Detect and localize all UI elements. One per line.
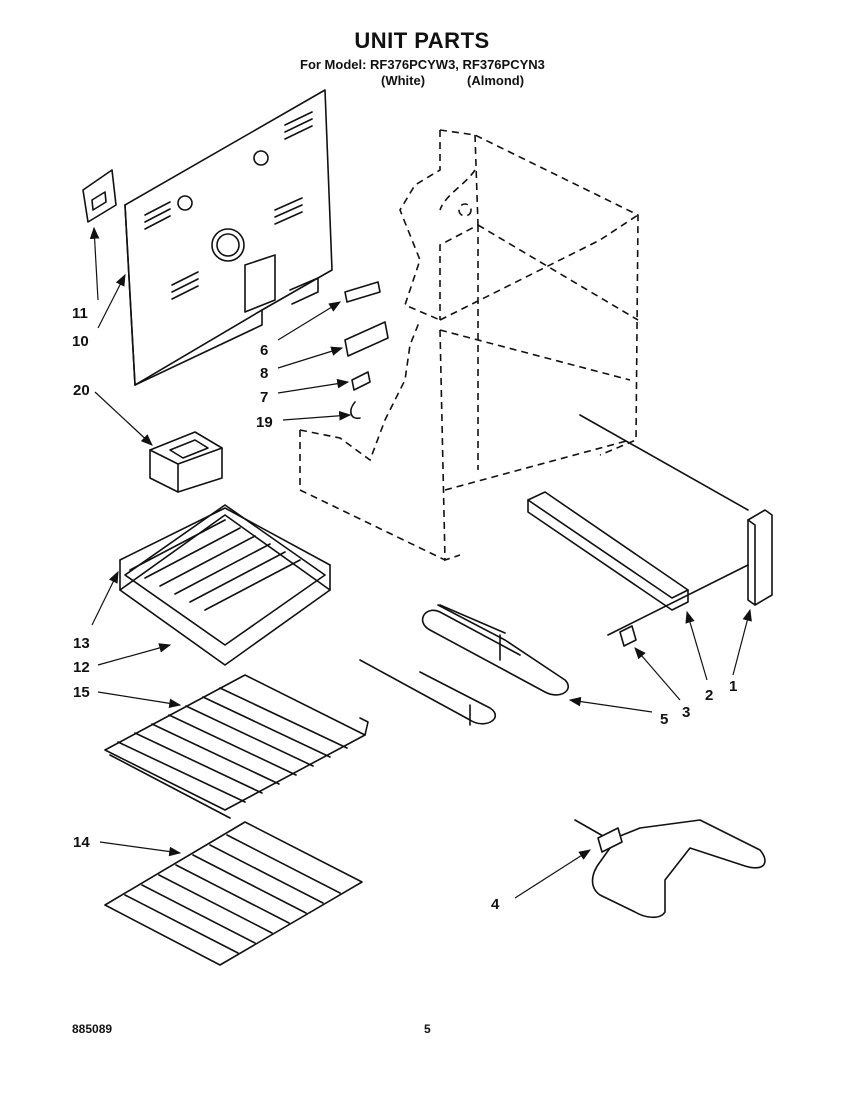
broiler-pan xyxy=(119,504,331,666)
wire-hook xyxy=(350,401,361,420)
callout-13: 13 xyxy=(73,635,90,652)
document-number: 885089 xyxy=(72,1022,113,1036)
small-bracket xyxy=(82,169,117,223)
leader-13 xyxy=(91,570,119,626)
page-number: 5 xyxy=(424,1022,431,1036)
callout-6: 6 xyxy=(260,342,268,359)
callout-8: 8 xyxy=(260,365,268,382)
leader-15 xyxy=(97,691,182,709)
callout-5: 5 xyxy=(660,711,668,728)
callout-3: 3 xyxy=(682,704,690,721)
leader-3 xyxy=(634,647,681,701)
callout-7: 7 xyxy=(260,389,268,406)
leader-10 xyxy=(97,273,126,329)
oven-rack-lower xyxy=(104,821,363,966)
callout-10: 10 xyxy=(72,333,89,350)
rail-clip xyxy=(619,625,637,647)
side-rail xyxy=(527,491,689,611)
page-title: UNIT PARTS xyxy=(354,28,490,53)
callout-20: 20 xyxy=(73,382,90,399)
broil-element xyxy=(574,819,766,919)
leader-20 xyxy=(94,391,153,446)
leader-19 xyxy=(282,411,352,421)
variant-almond: (Almond) xyxy=(467,73,525,88)
callout-12: 12 xyxy=(73,659,90,676)
leader-8 xyxy=(277,346,344,369)
callout-1: 1 xyxy=(729,678,737,695)
leader-14 xyxy=(99,841,182,857)
clip xyxy=(351,371,371,391)
variant-white: (White) xyxy=(381,73,426,88)
oven-rack-upper xyxy=(104,674,369,819)
leader-1 xyxy=(732,608,752,676)
terminal-block xyxy=(344,281,381,303)
bake-element xyxy=(359,604,569,726)
oven-cavity-outline xyxy=(299,129,639,562)
leader-4 xyxy=(514,849,592,899)
junction-box xyxy=(149,431,223,493)
rear-panel xyxy=(124,89,333,386)
callout-19: 19 xyxy=(256,414,273,431)
callout-15: 15 xyxy=(73,684,90,701)
callout-2: 2 xyxy=(705,687,713,704)
side-trim xyxy=(747,509,773,606)
leader-11 xyxy=(89,226,100,301)
leader-5 xyxy=(568,696,653,713)
model-line: For Model: RF376PCYW3, RF376PCYN3 xyxy=(300,57,545,72)
mounting-bracket xyxy=(344,321,389,357)
leader-7 xyxy=(277,378,350,394)
callout-4: 4 xyxy=(491,896,500,913)
callout-11: 11 xyxy=(72,305,88,322)
leader-12 xyxy=(97,643,172,666)
leader-6 xyxy=(277,301,342,341)
callout-14: 14 xyxy=(73,834,90,851)
leader-2 xyxy=(685,610,708,681)
